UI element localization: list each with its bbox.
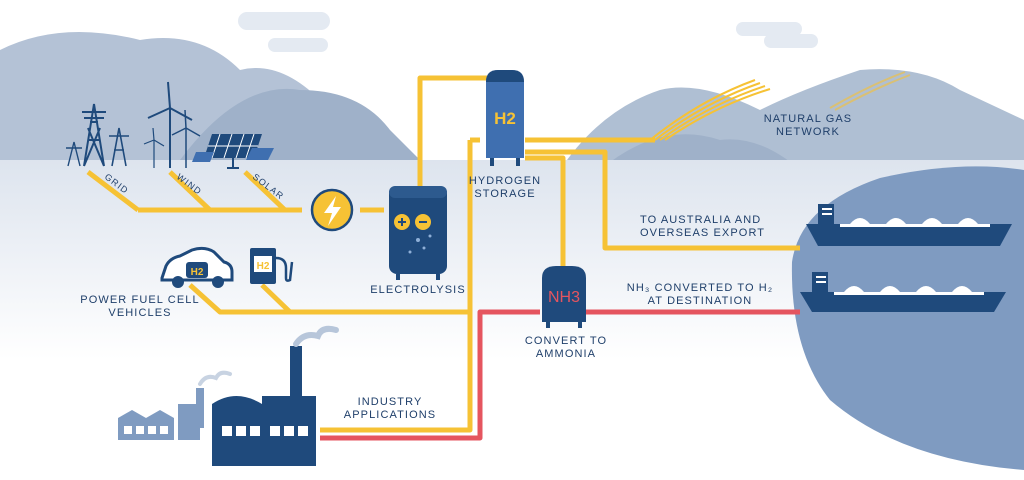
transmission-tower-icon	[66, 103, 129, 167]
ship-icon	[800, 204, 1012, 312]
nh3-converted-label-1: NH₃ CONVERTED TO H₂	[627, 282, 773, 294]
tank-nh3-text: NH3	[548, 289, 580, 306]
pump-h2-text: H2	[257, 261, 270, 272]
car-icon: H2	[160, 246, 234, 288]
hydrogen-storage-label-2: STORAGE	[474, 188, 535, 200]
natural-gas-label-2: NETWORK	[776, 126, 840, 138]
natural-gas-label-1: NATURAL GAS	[764, 113, 853, 125]
hydrogen-tank-icon: H2	[486, 70, 524, 166]
industry-label-1: INDUSTRY	[358, 396, 423, 408]
ammonia-pipes	[320, 309, 800, 441]
fuel-pump-icon: H2	[250, 248, 294, 284]
industry-label-2: APPLICATIONS	[344, 409, 436, 421]
convert-label-2: AMMONIA	[536, 348, 596, 360]
car-h2-text: H2	[191, 267, 204, 278]
vehicles-label-2: VEHICLES	[108, 307, 171, 319]
electrolyser-icon	[389, 186, 447, 280]
hydrogen-storage-label-1: HYDROGEN	[469, 175, 541, 187]
wind-turbine-icon	[143, 81, 201, 168]
gas-network-lines	[649, 71, 911, 141]
lightning-bolt-icon	[310, 188, 354, 232]
vehicles-label-1: POWER FUEL CELL	[80, 294, 199, 306]
export-label-1: TO AUSTRALIA AND	[640, 214, 761, 226]
convert-label-1: CONVERT TO	[525, 335, 607, 347]
solar-panel-icon	[192, 133, 274, 169]
electrolysis-label: ELECTROLYSIS	[370, 284, 466, 296]
mountains	[0, 32, 1024, 170]
clouds	[238, 12, 818, 52]
diagram-labels: HYDROGEN STORAGE NATURAL GAS NETWORK TO …	[80, 113, 853, 421]
tank-h2-text: H2	[494, 109, 516, 128]
ammonia-tank-icon: NH3	[542, 266, 586, 328]
factory-icon	[118, 325, 339, 466]
hydrogen-pipes	[86, 75, 800, 433]
export-label-2: OVERSEAS EXPORT	[640, 227, 765, 239]
nh3-converted-label-2: AT DESTINATION	[648, 295, 753, 307]
